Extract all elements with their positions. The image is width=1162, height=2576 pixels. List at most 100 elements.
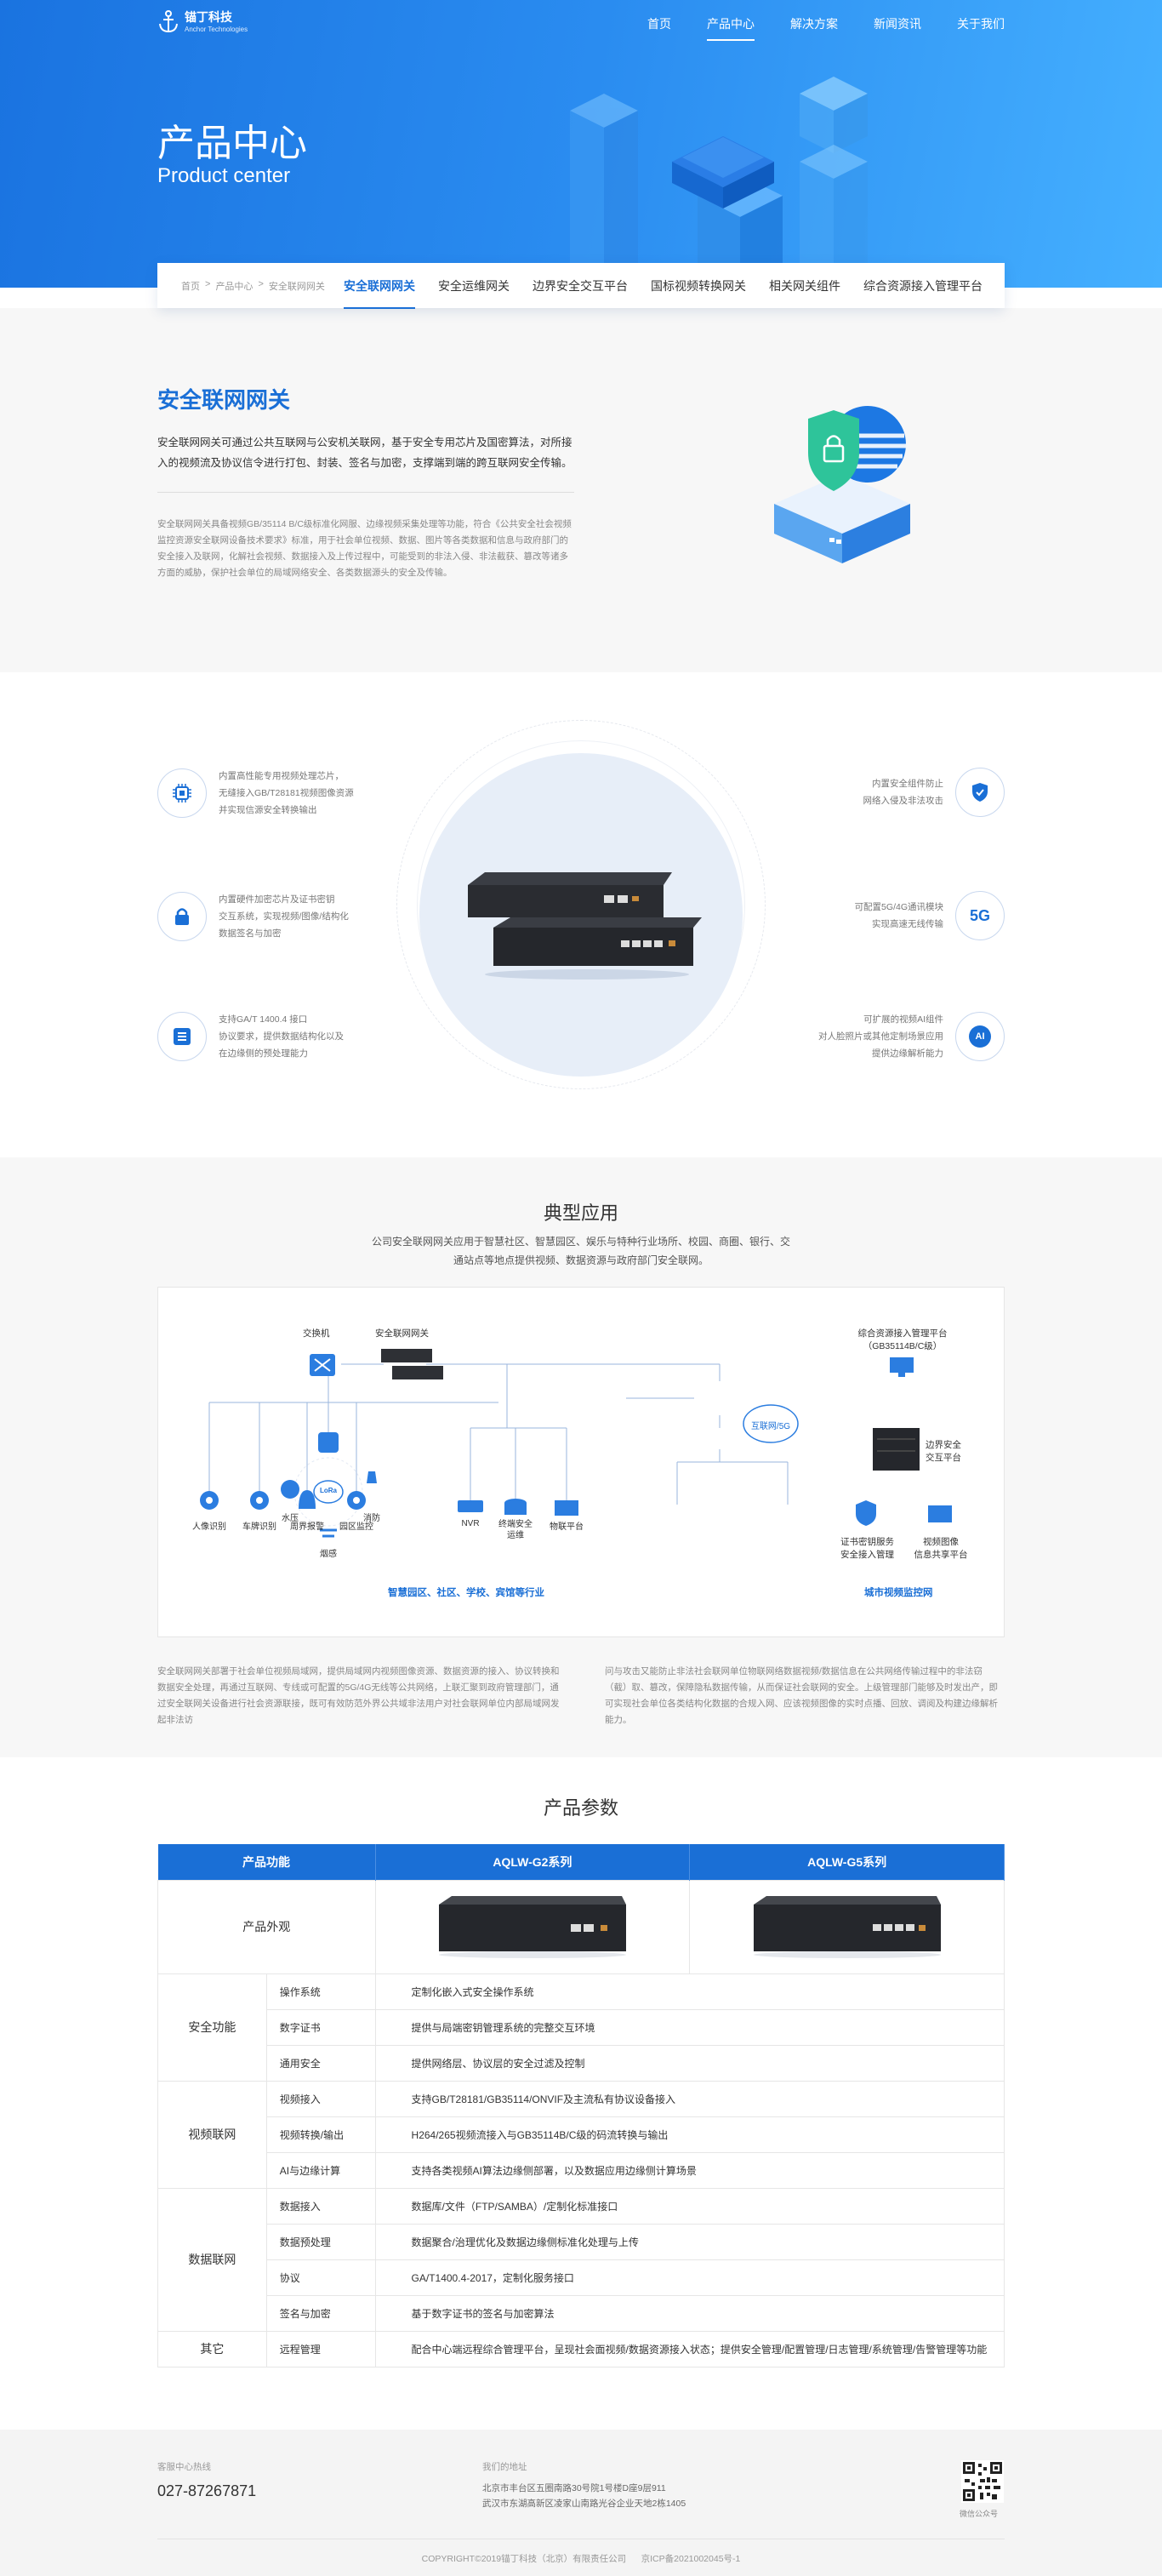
copyright-text: COPYRIGHT©2019锚丁科技（北京）有限责任公司 xyxy=(421,2554,627,2564)
feature-text: 可扩展的视频AI组件 对人脸照片或其他定制场景应用 提供边缘解析能力 xyxy=(818,1011,943,1062)
feature-text: 可配置5G/4G通讯模块 实现高速无线传输 xyxy=(855,899,943,933)
param-key: 数字证书 xyxy=(265,2008,376,2046)
secure-gateway-illustration xyxy=(774,406,910,563)
table-row: 签名与加密 基于数字证书的签名与加密算法 xyxy=(158,2294,1005,2332)
hero-title: 产品中心 xyxy=(157,123,307,164)
device-label: 消防 xyxy=(363,1514,380,1523)
section-description: 公司安全联网网关应用于智慧社区、智慧园区、娱乐与特种行业场所、校园、商圈、银行、… xyxy=(371,1236,790,1266)
feature-text: 内置安全组件防止 网络入侵及非法攻击 xyxy=(863,775,944,809)
address-line: 北京市丰台区五圈南路30号院1号楼D座9层911 xyxy=(482,2483,666,2493)
param-key: 视频转换/输出 xyxy=(265,2116,376,2153)
tab-video-gateway[interactable]: 国标视频转换网关 xyxy=(651,278,746,293)
hotline-label: 客服中心热线 xyxy=(157,2462,211,2472)
table-row: 视频转换/输出 H264/265视频流接入与GB35114B/C级的码流转换与输… xyxy=(158,2116,1005,2153)
table-row: 通用安全 提供网络层、协议层的安全过滤及控制 xyxy=(158,2044,1005,2082)
product-title: 安全联网网关 xyxy=(157,387,291,413)
tab-border-platform[interactable]: 边界安全交互平台 xyxy=(533,278,628,293)
table-header-row: 产品功能 AQLW-G2系列 AQLW-G5系列 xyxy=(157,1844,1005,1880)
section-title: 典型应用 xyxy=(543,1202,618,1224)
brand-logo[interactable]: 锚丁科技 Anchor Technologies xyxy=(157,9,248,33)
table-row: 协议 GA/T1400.4-2017，定制化服务接口 xyxy=(158,2259,1005,2296)
feature-line: 内置硬件加密芯片及证书密钥 xyxy=(219,894,335,905)
left-scene-label: 智慧园区、社区、学校、宾馆等行业 xyxy=(388,1588,544,1598)
column-header: 产品功能 xyxy=(157,1844,376,1880)
table-row: 其它 远程管理 配合中心端远程综合管理平台，呈现社会面视频/数据资源接入状态；提… xyxy=(157,2330,1005,2368)
feature-line: 内置高性能专用视频处理芯片， xyxy=(219,771,344,781)
hero-subtitle: Product center xyxy=(157,164,291,187)
gateway-device-image xyxy=(468,872,702,980)
group-label: 其它 xyxy=(157,2330,267,2368)
icp-link[interactable]: 京ICP备2021002045号-1 xyxy=(641,2554,741,2564)
table-row: 视频联网 视频接入 支持GB/T28181/GB35114/ONVIF及主流私有… xyxy=(157,2080,1005,2189)
main-menu: 首页 产品中心 解决方案 新闻资讯 关于我们 xyxy=(647,15,1005,41)
feature-line: 实现高速无线传输 xyxy=(872,919,943,929)
product-detail-text: 安全联网网关具备视频GB/35114 B/C级标准化网服、边缘视频采集处理等功能… xyxy=(157,519,572,578)
breadcrumb: 首页 > 产品中心 > 安全联网网关 xyxy=(181,279,325,293)
nav-home[interactable]: 首页 xyxy=(647,17,671,31)
device-label: 水压 xyxy=(282,1514,299,1523)
feature-line: 支持GA/T 1400.4 接口 xyxy=(219,1014,308,1025)
chip-icon xyxy=(157,768,207,818)
product-summary: 安全联网网关可通过公共互联网与公安机关联网，基于安全专用芯片及国密算法，对所接入… xyxy=(157,437,572,469)
tab-secure-gateway[interactable]: 安全联网网关 xyxy=(344,263,415,309)
param-key: 协议 xyxy=(265,2259,376,2296)
lora-label: LoRa xyxy=(320,1487,337,1494)
device-label: 人像识别 xyxy=(192,1522,226,1532)
column-header: AQLW-G5系列 xyxy=(689,1844,1005,1880)
cert-label-line: 安全接入管理 xyxy=(840,1550,894,1560)
nav-solutions[interactable]: 解决方案 xyxy=(790,17,838,31)
video-share-label: 视频图像 信息共享平台 xyxy=(907,1536,975,1562)
feature-line: 数据签名与加密 xyxy=(219,928,282,939)
group-label: 数据联网 xyxy=(157,2187,267,2332)
feature-item: 内置高性能专用视频处理芯片， 无缝接入GB/T28181视频图像资源 并实现信源… xyxy=(157,768,354,819)
tab-components[interactable]: 相关网关组件 xyxy=(769,278,840,293)
table-row: 产品外观 xyxy=(157,1879,1005,1974)
param-key: 视频接入 xyxy=(265,2080,376,2117)
table-row: AI与边缘计算 支持各类视频AI算法边缘侧部署，以及数据应用边缘侧计算场景 xyxy=(158,2151,1005,2189)
nav-news[interactable]: 新闻资讯 xyxy=(874,17,921,31)
device-label: 物联平台 xyxy=(550,1522,584,1532)
switch-label: 交换机 xyxy=(303,1328,330,1339)
feature-text: 内置高性能专用视频处理芯片， 无缝接入GB/T28181视频图像资源 并实现信源… xyxy=(219,768,354,819)
video-share-label-line: 信息共享平台 xyxy=(914,1550,968,1560)
breadcrumb-separator: > xyxy=(205,278,211,289)
breadcrumb-home[interactable]: 首页 xyxy=(181,281,200,292)
breadcrumb-current: 安全联网网关 xyxy=(268,281,325,292)
feature-line: 并实现信源安全转换输出 xyxy=(219,805,317,815)
platform-label-line: （GB35114B/C级） xyxy=(863,1341,943,1351)
nav-about[interactable]: 关于我们 xyxy=(957,17,1005,31)
brand-name-en: Anchor Technologies xyxy=(185,26,248,33)
application-text-right: 问与攻击又能防止非法社会联网单位物联网络数据视频/数据信息在公共网络传输过程中的… xyxy=(605,1666,998,1725)
feature-item: 可配置5G/4G通讯模块 实现高速无线传输 5G xyxy=(855,891,1005,940)
breadcrumb-products[interactable]: 产品中心 xyxy=(215,281,253,292)
param-key: 远程管理 xyxy=(265,2330,376,2368)
device-label: 车牌识别 xyxy=(242,1522,276,1532)
feature-item: 内置安全组件防止 网络入侵及非法攻击 xyxy=(863,768,1005,817)
device-label: 终端安全运维 xyxy=(498,1520,533,1540)
param-key: 签名与加密 xyxy=(265,2294,376,2332)
params-section: 产品参数 产品功能 AQLW-G2系列 AQLW-G5系列 产品外观 安全功能 … xyxy=(0,1757,1162,2430)
table-row: 数据预处理 数据聚合/治理优化及数据边缘侧标准化处理与上传 xyxy=(158,2223,1005,2260)
tab-ops-gateway[interactable]: 安全运维网关 xyxy=(438,278,510,293)
feature-item: 支持GA/T 1400.4 接口 协议要求，提供数据结构化以及 在边缘侧的预处理… xyxy=(157,1011,344,1062)
brand-name: 锚丁科技 xyxy=(185,10,232,24)
param-value: 提供网络层、协议层的安全过滤及控制 xyxy=(374,2044,1005,2082)
feature-item: 内置硬件加密芯片及证书密钥 交互系统，实现视频/图像/结构化 数据签名与加密 xyxy=(157,891,349,942)
qr-code-icon xyxy=(961,2460,1004,2503)
5g-icon: 5G xyxy=(955,891,1005,940)
param-value: GA/T1400.4-2017，定制化服务接口 xyxy=(374,2259,1005,2296)
border-label-line: 交互平台 xyxy=(926,1453,961,1463)
ai-icon: AI xyxy=(955,1012,1005,1061)
border-platform-label: 边界安全 交互平台 xyxy=(926,1439,961,1465)
site-footer: 客服中心热线 027-87267871 我们的地址 北京市丰台区五圈南路30号院… xyxy=(0,2430,1162,2576)
address-label: 我们的地址 xyxy=(482,2462,527,2472)
tab-resource-platform[interactable]: 综合资源接入管理平台 xyxy=(863,278,983,293)
nav-products[interactable]: 产品中心 xyxy=(707,15,755,41)
feature-line: 交互系统，实现视频/图像/结构化 xyxy=(219,911,349,922)
feature-line: 内置安全组件防止 xyxy=(872,779,943,789)
decor-ring xyxy=(396,720,766,1089)
product-tabbar: 首页 > 产品中心 > 安全联网网关 安全联网网关 安全运维网关 边界安全交互平… xyxy=(157,263,1005,309)
device-label: 周界报警 xyxy=(290,1522,324,1532)
param-key: 通用安全 xyxy=(265,2044,376,2082)
product-intro-section: 安全联网网关 安全联网网关可通过公共互联网与公安机关联网，基于安全专用芯片及国密… xyxy=(0,308,1162,672)
